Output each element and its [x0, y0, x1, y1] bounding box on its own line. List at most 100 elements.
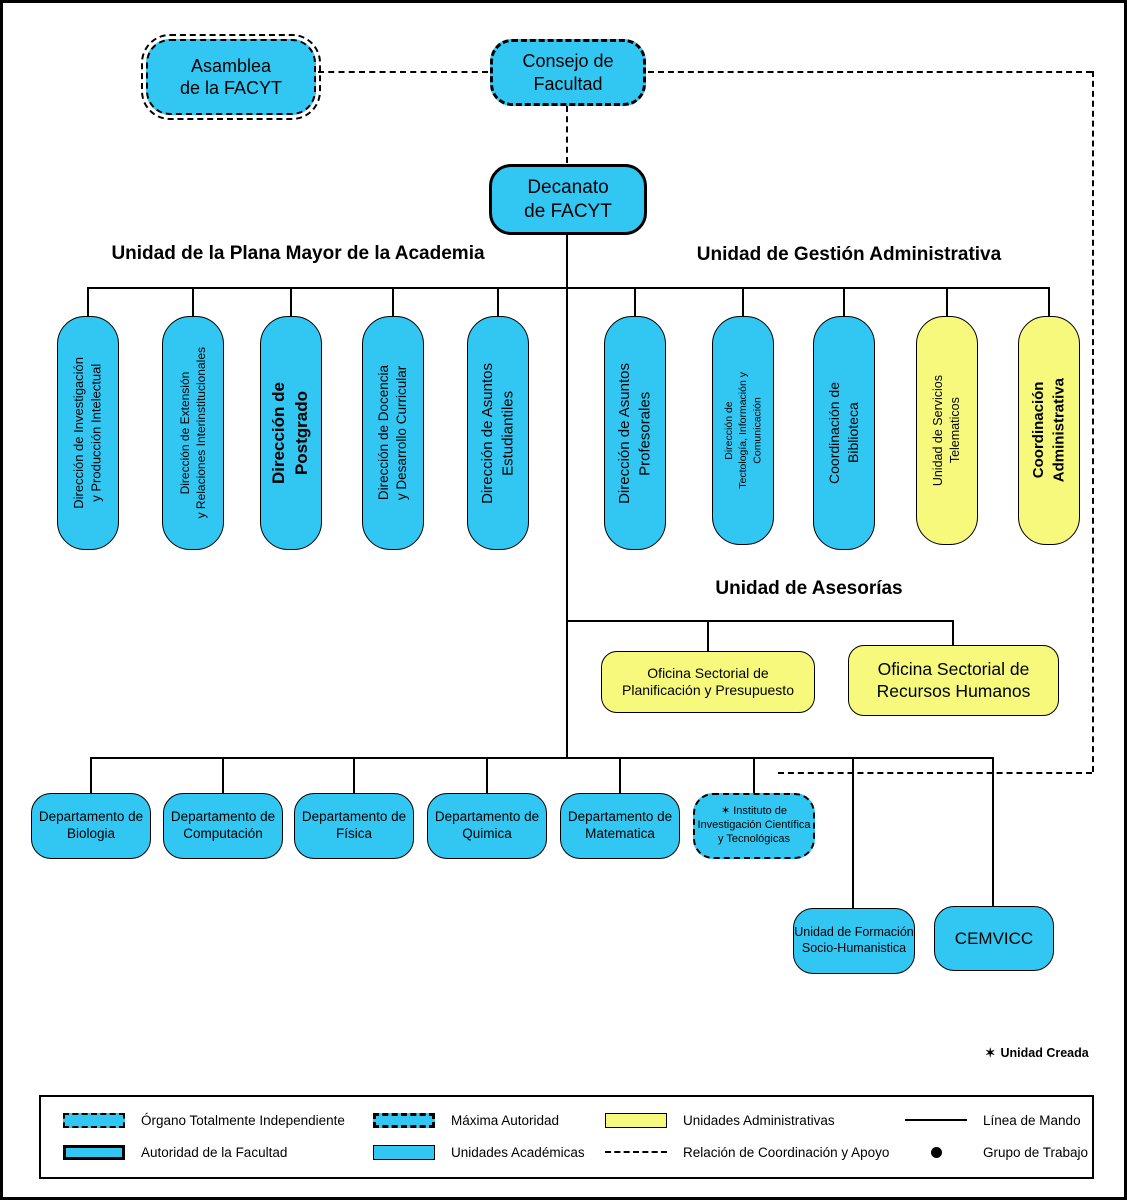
- stub-direction-9: [946, 287, 948, 316]
- node-label: Dirección de Asuntos Profesorales: [615, 362, 653, 504]
- node-departamento-fisica: Departamento de Física: [294, 793, 414, 859]
- node-label: CEMVICC: [954, 928, 1034, 948]
- node-asamblea-facyt: Asamblea de la FACYT: [141, 34, 321, 120]
- stub-dept-5: [619, 757, 621, 793]
- footnote-label: Unidad Creada: [1000, 1045, 1089, 1060]
- node-direccion-extension: Dirección de Extensión y Relaciones Inte…: [162, 316, 224, 550]
- node-label: Oficina Sectorial de Recursos Humanos: [876, 658, 1031, 701]
- node-direccion-tecnologia-informacion: Dirección de Tectología, Información y C…: [712, 316, 774, 545]
- stub-dept-3: [353, 757, 355, 793]
- stub-direction-4: [392, 287, 394, 316]
- stub-direction-6: [634, 287, 636, 316]
- academic-units-swatch: [373, 1144, 435, 1160]
- node-label: Dirección de Extensión y Relaciones Inte…: [177, 347, 208, 519]
- legend-label: Unidades Administrativas: [683, 1112, 835, 1128]
- node-departamento-matematica: Departamento de Matematica: [560, 793, 680, 859]
- node-label: Departamento de Computación: [170, 809, 276, 841]
- independent-organ-swatch: [63, 1112, 125, 1128]
- node-label: Oficina Sectorial de Planificación y Pre…: [622, 664, 794, 699]
- node-label: Unidad de Formación Socio-Humanistica: [794, 925, 914, 955]
- dashed-line-consejo-decanato: [566, 106, 568, 163]
- dashed-line-asamblea-consejo: [318, 71, 488, 73]
- node-label: Dirección de Tectología, Información y C…: [722, 372, 764, 489]
- stub-dept-1: [90, 757, 92, 793]
- legend-item-academic-units: Unidades Académicas: [371, 1141, 585, 1163]
- node-label: ✶ Instituto de Investigación Científica …: [697, 805, 811, 845]
- legend-item-work-group: Grupo de Trabajo: [903, 1141, 1088, 1163]
- stub-office-1: [707, 620, 709, 651]
- node-label: Departamento de Quimica: [434, 809, 540, 841]
- legend-item-administrative-units: Unidades Administrativas: [603, 1109, 835, 1131]
- legend-label: Relación de Coordinación y Apoyo: [683, 1144, 890, 1160]
- node-label: Dirección de Investigación y Producción …: [71, 357, 104, 509]
- stub-direction-1: [87, 287, 89, 316]
- legend-item-coordination-relation: Relación de Coordinación y Apoyo: [603, 1141, 889, 1163]
- line-advisory-branch: [566, 620, 953, 622]
- node-label: Consejo de Facultad: [522, 51, 614, 94]
- legend-item-command-line: Línea de Mando: [903, 1109, 1081, 1131]
- legend-label: Unidades Académicas: [451, 1144, 585, 1160]
- node-departamento-quimica: Departamento de Quimica: [427, 793, 547, 859]
- drop-formacion: [852, 757, 854, 908]
- node-label: Unidad de Servicios Telematicos: [931, 374, 962, 487]
- command-line-swatch: [905, 1119, 967, 1121]
- node-label: Departamento de Física: [301, 809, 407, 841]
- legend-item-faculty-authority: Autoridad de la Facultad: [61, 1141, 287, 1163]
- legend-label: Órgano Totalmente Independiente: [141, 1112, 345, 1128]
- dashed-line-consejo-right: [648, 71, 1092, 73]
- line-department-branch: [90, 757, 993, 759]
- legend-label: Grupo de Trabajo: [983, 1144, 1089, 1160]
- node-consejo-facultad: Consejo de Facultad: [490, 39, 646, 106]
- node-direccion-postgrado: Dirección de Postgrado: [260, 316, 322, 550]
- node-label: Coordinación Administrativa: [1029, 378, 1067, 483]
- node-oficina-recursos-humanos: Oficina Sectorial de Recursos Humanos: [848, 645, 1059, 716]
- coordination-relation-swatch: [605, 1151, 667, 1153]
- node-departamento-computacion: Departamento de Computación: [163, 793, 283, 859]
- node-label: Dirección de Postgrado: [269, 381, 311, 485]
- stub-office-2: [952, 620, 954, 646]
- maximum-authority-swatch: [373, 1112, 435, 1128]
- node-unidad-servicios-telematicos: Unidad de Servicios Telematicos: [916, 316, 978, 545]
- stub-direction-2: [192, 287, 194, 316]
- node-direccion-docencia: Dirección de Docencia y Desarrollo Curri…: [362, 316, 424, 550]
- node-label: Coordinación de Biblioteca: [826, 382, 861, 484]
- stub-direction-10: [1048, 287, 1050, 316]
- dashed-line-right-edge: [1092, 71, 1094, 772]
- node-decanato-facyt: Decanato de FACYT: [489, 164, 647, 235]
- stub-dept-4: [486, 757, 488, 793]
- stub-dept-2: [222, 757, 224, 793]
- faculty-authority-swatch: [63, 1144, 125, 1160]
- node-unidad-formacion-socio-humanistica: Unidad de Formación Socio-Humanistica: [793, 908, 915, 974]
- node-coordinacion-administrativa: Coordinación Administrativa: [1018, 316, 1080, 545]
- legend: Órgano Totalmente Independiente Autorida…: [39, 1095, 1094, 1179]
- section-title-plana-mayor: Unidad de la Plana Mayor de la Academia: [111, 243, 485, 264]
- node-direccion-asuntos-estudiantiles: Dirección de Asuntos Estudiantiles: [467, 316, 529, 550]
- footnote-unidad-creada: ✶ Unidad Creada: [985, 1045, 1089, 1061]
- node-coordinacion-biblioteca: Coordinación de Biblioteca: [813, 316, 875, 550]
- node-label: Dirección de Docencia y Desarrollo Curri…: [375, 365, 409, 501]
- stub-dept-6: [753, 757, 755, 793]
- node-instituto-investigacion: ✶ Instituto de Investigación Científica …: [693, 793, 815, 859]
- node-label: Decanato de FACYT: [524, 176, 612, 222]
- node-label: Asamblea de la FACYT: [179, 55, 283, 99]
- drop-cemvicc: [992, 757, 994, 906]
- section-title-gestion-administrativa: Unidad de Gestión Administrativa: [696, 244, 1002, 265]
- node-direccion-investigacion: Dirección de Investigación y Producción …: [57, 316, 119, 550]
- star-icon: ✶: [985, 1046, 996, 1060]
- work-group-swatch: [930, 1146, 942, 1158]
- administrative-units-swatch: [605, 1112, 667, 1128]
- legend-item-maximum-authority: Máxima Autoridad: [371, 1109, 559, 1131]
- stub-direction-8: [843, 287, 845, 316]
- node-departamento-biologia: Departamento de Biologia: [31, 793, 151, 859]
- section-title-asesorias: Unidad de Asesorías: [715, 578, 903, 599]
- legend-label: Línea de Mando: [983, 1112, 1081, 1128]
- node-label: Departamento de Matematica: [567, 809, 673, 841]
- legend-label: Máxima Autoridad: [451, 1112, 560, 1128]
- node-direccion-asuntos-profesorales: Dirección de Asuntos Profesorales: [604, 316, 666, 550]
- line-top-branch: [88, 287, 1049, 289]
- stub-direction-3: [290, 287, 292, 316]
- node-label: Dirección de Asuntos Estudiantiles: [478, 362, 516, 504]
- legend-item-independent-organ: Órgano Totalmente Independiente: [61, 1109, 345, 1131]
- dashed-line-to-instituto: [778, 772, 1092, 774]
